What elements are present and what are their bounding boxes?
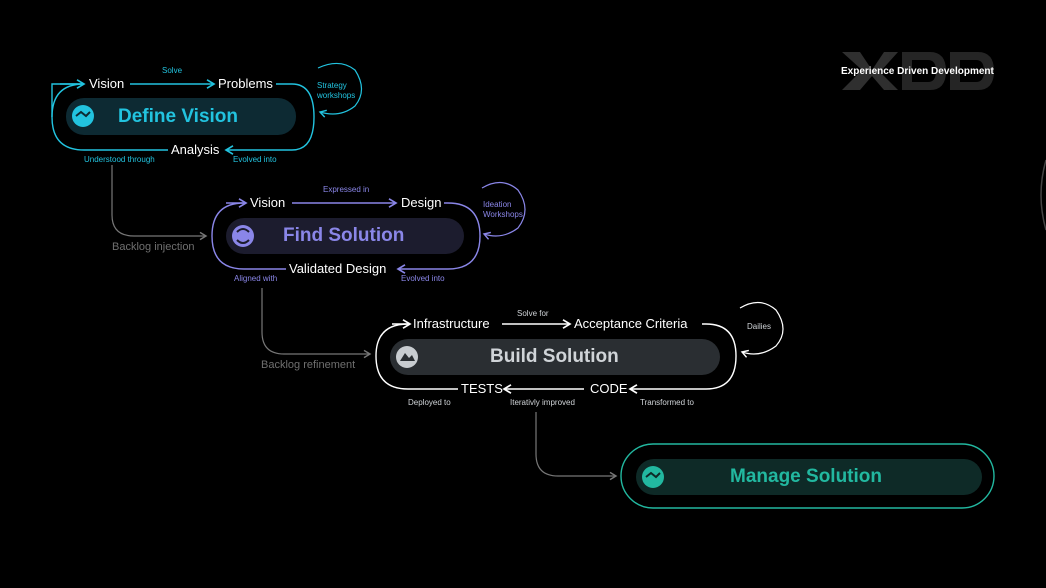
define-vision-bottom-right-note: Evolved into — [233, 155, 277, 164]
build-solution-bottom-left-note: Deployed to — [408, 398, 451, 407]
find-solution-bottom-right-note: Evolved into — [401, 274, 445, 283]
xdd-logo — [842, 52, 994, 90]
find-solution-top-left: Vision — [250, 195, 286, 210]
build-solution-top-left: Infrastructure — [413, 316, 490, 331]
find-solution-bottom-left-note: Aligned with — [234, 274, 278, 283]
define-vision-bottom: Analysis — [171, 142, 220, 157]
define-vision-loop-note: Strategy workshops — [317, 81, 356, 100]
build-solution-top-right: Acceptance Criteria — [574, 316, 688, 331]
build-solution-title: Build Solution — [490, 346, 619, 367]
build-solution-loop-note: Dailies — [747, 322, 772, 331]
connector-backlog-refinement — [261, 288, 372, 359]
find-solution-top-arrow: Expressed in — [323, 185, 370, 194]
build-solution-top-arrow: Solve for — [517, 309, 549, 318]
define-vision-title: Define Vision — [118, 106, 239, 127]
backlog-injection-label: Backlog injection — [112, 241, 195, 253]
brand-caption: Experience Driven Development — [841, 66, 994, 77]
edge-decoration — [1040, 159, 1046, 231]
connector-backlog-injection — [111, 165, 208, 241]
find-solution-top-right: Design — [401, 195, 442, 210]
stage-manage-solution — [620, 443, 995, 509]
define-vision-top-left: Vision — [89, 76, 125, 91]
backlog-refinement-label: Backlog refinement — [261, 359, 356, 371]
manage-solution-title: Manage Solution — [730, 466, 882, 487]
define-vision-bottom-left-note: Understood through — [84, 155, 155, 164]
build-solution-bottom-mid-note: Iterativly improved — [510, 398, 575, 407]
find-solution-bottom: Validated Design — [289, 261, 387, 276]
stage-define-vision — [51, 62, 363, 155]
define-vision-top-arrow: Solve — [162, 66, 183, 75]
find-solution-title: Find Solution — [283, 225, 405, 246]
build-solution-bottom-right-note: Transformed to — [640, 398, 694, 407]
stage-build-solution — [375, 301, 784, 394]
define-vision-top-right: Problems — [218, 76, 273, 91]
build-solution-bottom-left: TESTS — [461, 381, 503, 396]
find-solution-loop-note: Ideation Workshops — [483, 200, 523, 219]
build-solution-bottom-right: CODE — [590, 381, 628, 396]
stage-find-solution — [211, 181, 526, 274]
connector-deploy — [535, 412, 618, 481]
